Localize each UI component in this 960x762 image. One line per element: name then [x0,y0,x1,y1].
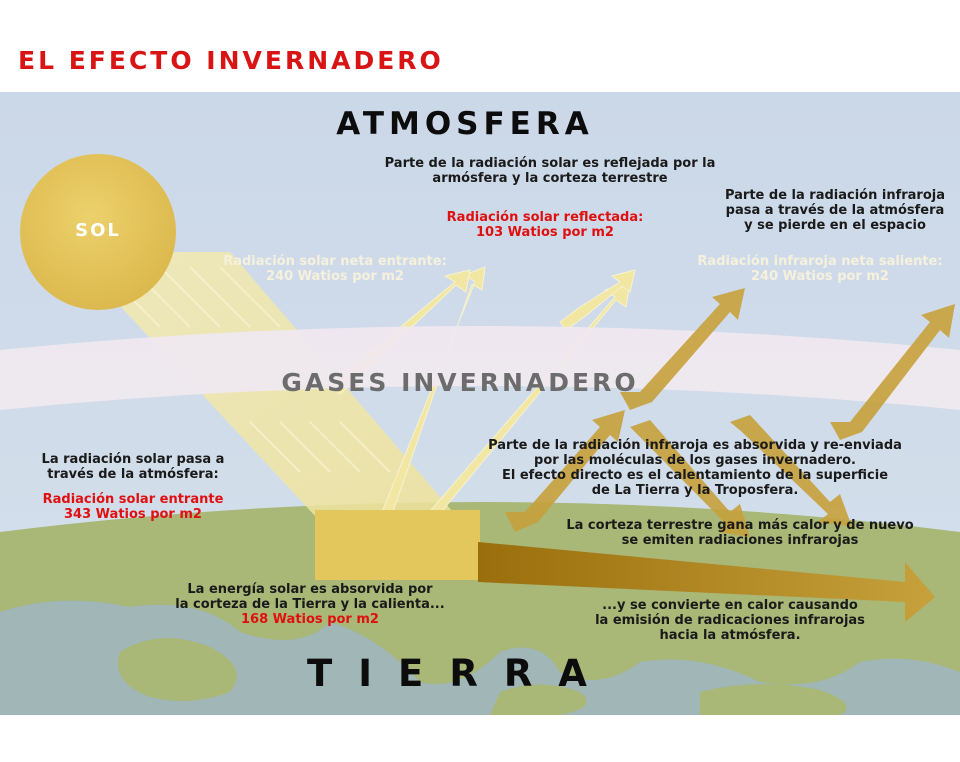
solar-pass-description: La radiación solar pasa a través de la a… [41,452,225,482]
crust-heat-description: La corteza terrestre gana más calor y de… [566,518,914,548]
greenhouse-gas-band [0,326,960,410]
absorbed-energy-description: La energía solar es absorvida por la cor… [175,582,445,627]
net-outgoing-radiation: Radiación infraroja neta saliente: 240 W… [697,254,943,284]
incoming-solar-beam [70,252,470,532]
ir-escape-description: Parte de la radiación infraroja pasa a t… [724,188,946,233]
infrared-arrows [505,288,955,537]
absorbed-ir-description: Parte de la radiación infraroja es absor… [488,438,902,498]
sea-area [0,600,960,715]
reflected-description: Parte de la radiación solar es reflejada… [384,156,716,186]
reflected-radiation: Radiación solar reflectada: 103 Watios p… [446,210,644,240]
greenhouse-gases-label: GASES INVERNADERO [281,368,639,397]
diagram-graphics [0,92,960,715]
atmosphere-label: ATMOSFERA [336,106,594,142]
heat-emission-arrow [478,542,935,622]
land-shape [118,638,237,701]
incoming-radiation: Radiación solar entrante 343 Watios por … [42,492,224,522]
sun-disc [20,154,176,310]
land-shape [700,683,847,715]
earth-label: TIERRA [307,652,613,695]
land-shape [490,684,587,715]
net-incoming-radiation: Radiación solar neta entrante: 240 Watio… [223,254,447,284]
earth-absorption-block [315,510,480,580]
heat-emission-description: ...y se convierte en calor causando la e… [595,598,865,643]
sun-label: SOL [75,220,121,241]
page-title: EL EFECTO INVERNADERO [18,46,444,75]
greenhouse-diagram: ATMOSFERA GASES INVERNADERO TIERRA SOL P… [0,92,960,715]
